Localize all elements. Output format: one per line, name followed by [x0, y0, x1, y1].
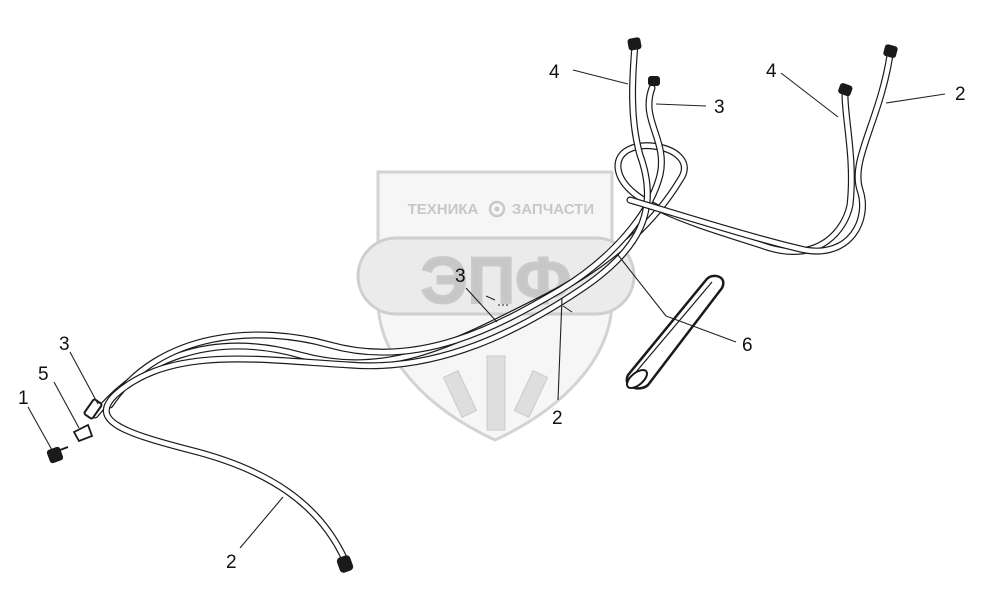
fitting-bottom	[336, 555, 354, 573]
part-5-nipple	[72, 423, 94, 443]
fitting-left-end	[83, 398, 103, 420]
callout-2-right: 2	[955, 84, 966, 105]
gear-icon	[488, 200, 506, 218]
fitting-top-left	[627, 37, 642, 51]
clamp-marks	[485, 295, 573, 313]
watermark-text-left: ТЕХНИКА	[408, 201, 479, 218]
part-6-protective-sleeve	[625, 274, 725, 390]
callout-5: 5	[38, 364, 49, 385]
fitting-right-4	[838, 83, 853, 97]
callout-labels: 1 5 3 2 3 2 6 4 3 4 2	[18, 61, 966, 573]
hose-end-fittings	[83, 37, 898, 573]
callout-2-center: 2	[552, 408, 563, 429]
callout-4-right: 4	[766, 61, 777, 82]
hose-lines	[91, 41, 894, 564]
callout-2-bottom: 2	[226, 552, 237, 573]
callout-3-top: 3	[714, 97, 725, 118]
fitting-right-2	[883, 44, 898, 58]
callout-4-left: 4	[549, 62, 560, 83]
fitting-top-mid	[648, 76, 660, 86]
part-1-connector	[46, 446, 69, 464]
callout-6: 6	[742, 335, 753, 356]
watermark-logo: ЭПФ	[421, 243, 572, 317]
watermark-text-right: ЗАПЧАСТИ	[512, 201, 594, 218]
callout-3-left: 3	[59, 334, 70, 355]
watermark: ТЕХНИКА ЗАПЧАСТИ ЭПФ	[356, 170, 636, 442]
callout-3-center: 3	[455, 266, 466, 287]
leader-lines	[27, 69, 946, 549]
watermark-grain-emblem	[442, 355, 549, 431]
callout-1: 1	[18, 388, 29, 409]
